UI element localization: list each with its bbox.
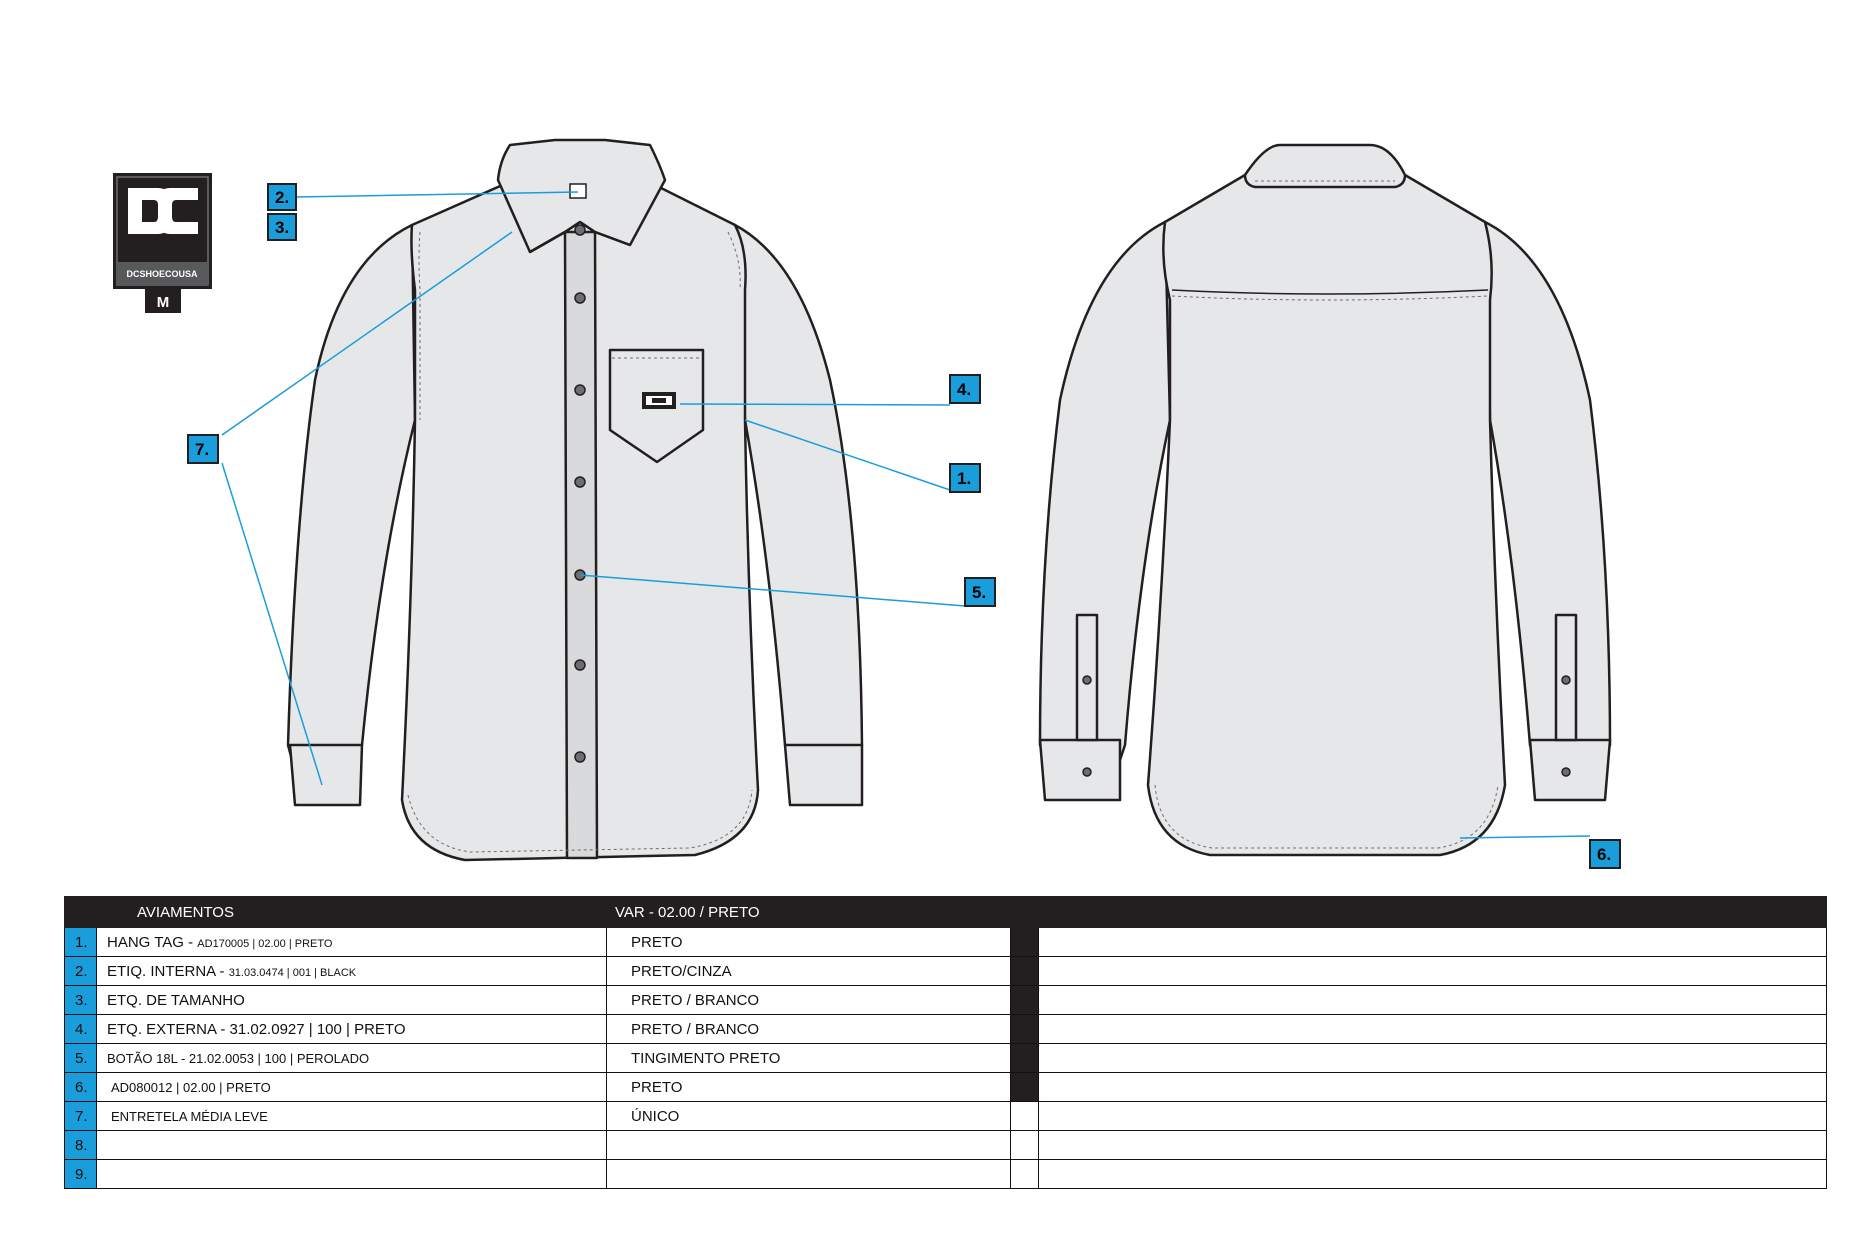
color-swatch [1010, 1101, 1039, 1131]
table-row: 1. HANG TAG - AD170005 | 02.00 | PRETO P… [64, 927, 1827, 957]
row-notes [1038, 927, 1827, 957]
row-number: 2. [64, 956, 97, 986]
shirt-front [286, 138, 864, 862]
callout-4: 4. [949, 374, 981, 404]
back-buttons [1082, 675, 1571, 777]
row-notes [1038, 1072, 1827, 1102]
table-row: 7. ENTRETELA MÉDIA LEVE ÚNICO [64, 1101, 1827, 1131]
table-row: 9. [64, 1159, 1827, 1189]
table-row: 4. ETQ. EXTERNA - 31.02.0927 | 100 | PRE… [64, 1014, 1827, 1044]
shirt-back [1038, 143, 1612, 857]
row-item: AD080012 | 02.00 | PRETO [96, 1072, 607, 1102]
dc-logo: DCSHOECOUSA M [113, 173, 212, 313]
color-swatch [1010, 956, 1039, 986]
callout-5: 5. [964, 577, 996, 607]
row-variant: PRETO [606, 927, 1011, 957]
row-number: 6. [64, 1072, 97, 1102]
trims-table: AVIAMENTOS VAR - 02.00 / PRETO 1. HANG T… [64, 896, 1827, 1189]
row-item: BOTÃO 18L - 21.02.0053 | 100 | PEROLADO [96, 1043, 607, 1073]
color-swatch [1010, 1014, 1039, 1044]
row-number: 4. [64, 1014, 97, 1044]
table-row: 8. [64, 1130, 1827, 1160]
row-variant: PRETO [606, 1072, 1011, 1102]
row-item: ETQ. EXTERNA - 31.02.0927 | 100 | PRETO [96, 1014, 607, 1044]
color-swatch [1010, 927, 1039, 957]
svg-text:3.: 3. [275, 218, 289, 237]
row-notes [1038, 1159, 1827, 1189]
color-swatch [1010, 1130, 1039, 1160]
svg-text:1.: 1. [957, 469, 971, 488]
size-label: M [157, 294, 170, 311]
row-notes [1038, 1130, 1827, 1160]
row-notes [1038, 1043, 1827, 1073]
callout-7: 7. [187, 434, 219, 464]
row-variant: TINGIMENTO PRETO [606, 1043, 1011, 1073]
inner-label [569, 183, 587, 199]
row-number: 5. [64, 1043, 97, 1073]
header-aviamentos: AVIAMENTOS [96, 896, 607, 928]
row-variant [606, 1159, 1011, 1189]
front-buttons [574, 224, 586, 763]
row-notes [1038, 1014, 1827, 1044]
row-item [96, 1130, 607, 1160]
table-row: 3. ETQ. DE TAMANHO PRETO / BRANCO [64, 985, 1827, 1015]
row-item: ENTRETELA MÉDIA LEVE [96, 1101, 607, 1131]
table-row: 5. BOTÃO 18L - 21.02.0053 | 100 | PEROLA… [64, 1043, 1827, 1073]
callout-1: 1. [949, 463, 981, 493]
row-item: ETQ. DE TAMANHO [96, 985, 607, 1015]
row-notes [1038, 985, 1827, 1015]
table-row: 6. AD080012 | 02.00 | PRETO PRETO [64, 1072, 1827, 1102]
row-number: 8. [64, 1130, 97, 1160]
logo-wordmark: DCSHOECOUSA [126, 269, 198, 279]
color-swatch [1010, 1072, 1039, 1102]
row-notes [1038, 1101, 1827, 1131]
callout-6: 6. [1589, 839, 1621, 869]
row-variant: PRETO/CINZA [606, 956, 1011, 986]
row-number: 7. [64, 1101, 97, 1131]
color-swatch [1010, 1159, 1039, 1189]
row-variant: ÚNICO [606, 1101, 1011, 1131]
pocket-label [642, 392, 676, 409]
callout-3: 3. [267, 213, 297, 241]
row-item: HANG TAG - AD170005 | 02.00 | PRETO [96, 927, 607, 957]
callout-markers: 2. 3. 4. 1. 5. 6. 7. [187, 183, 1621, 869]
table-header: AVIAMENTOS VAR - 02.00 / PRETO [64, 896, 1827, 928]
row-notes [1038, 956, 1827, 986]
row-number: 9. [64, 1159, 97, 1189]
svg-text:4.: 4. [957, 380, 971, 399]
table-row: 2. ETIQ. INTERNA - 31.03.0474 | 001 | BL… [64, 956, 1827, 986]
color-swatch [1010, 1043, 1039, 1073]
row-number: 3. [64, 985, 97, 1015]
leader-lines [221, 191, 1591, 839]
svg-text:2.: 2. [275, 188, 289, 207]
svg-text:7.: 7. [195, 440, 209, 459]
color-swatch [1010, 985, 1039, 1015]
svg-text:6.: 6. [1597, 845, 1611, 864]
row-number: 1. [64, 927, 97, 957]
header-variant: VAR - 02.00 / PRETO [606, 896, 1011, 928]
row-variant [606, 1130, 1011, 1160]
callout-2: 2. [267, 183, 297, 211]
row-item: ETIQ. INTERNA - 31.03.0474 | 001 | BLACK [96, 956, 607, 986]
row-item [96, 1159, 607, 1189]
row-variant: PRETO / BRANCO [606, 985, 1011, 1015]
svg-text:5.: 5. [972, 583, 986, 602]
row-variant: PRETO / BRANCO [606, 1014, 1011, 1044]
